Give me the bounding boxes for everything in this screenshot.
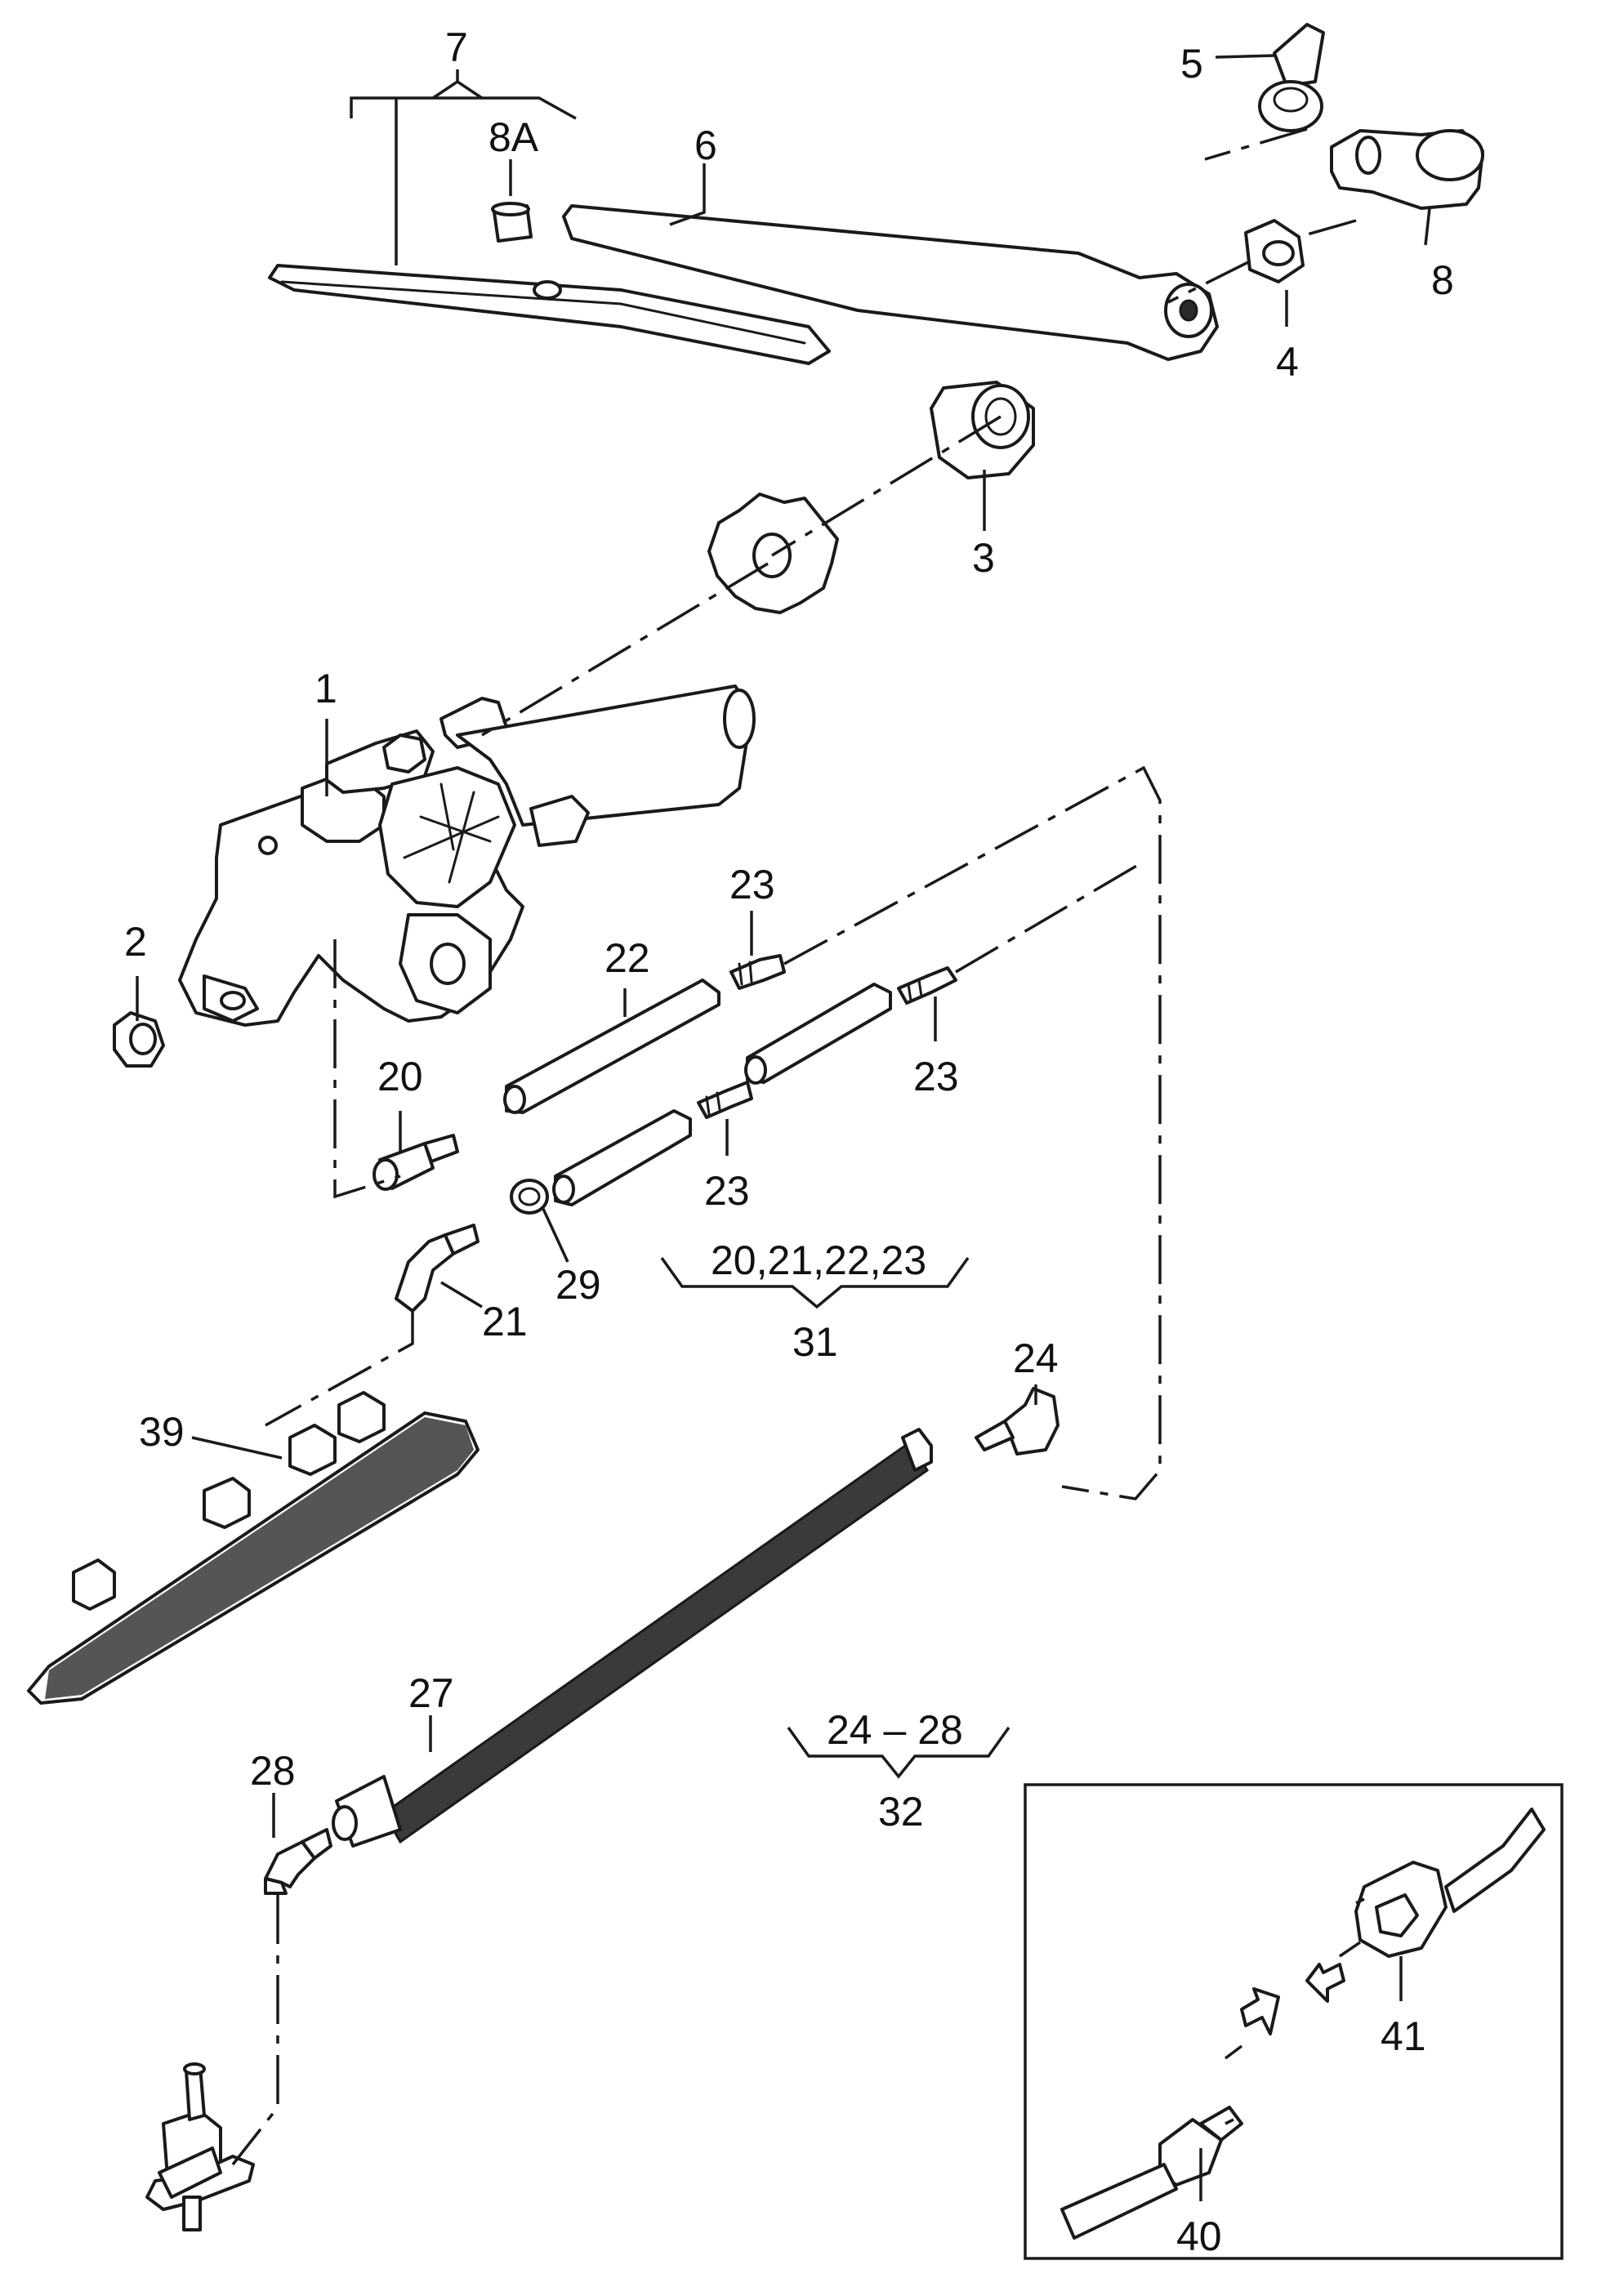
callout-41: 41 (1381, 2013, 1426, 2059)
callout-40: 40 (1176, 2214, 1222, 2259)
callout-20: 20 (377, 1054, 423, 1099)
callout-32: 32 (878, 1789, 924, 1835)
arrow-left-icon (1305, 1963, 1345, 2003)
cap-8a[interactable] (491, 202, 533, 243)
nut-2[interactable] (113, 1011, 165, 1068)
nut-4[interactable] (1244, 219, 1305, 283)
callout-29: 29 (555, 1262, 601, 1308)
callout-group-31: 20,21,22,23 (711, 1237, 926, 1283)
corrugated-hose-27[interactable] (332, 1428, 933, 1848)
callout-27: 27 (408, 1670, 454, 1716)
callout-3: 3 (972, 535, 995, 581)
connector-41[interactable] (1354, 1808, 1546, 1958)
callout-group-32: 24 – 28 (827, 1707, 963, 1753)
connector-23-top[interactable] (729, 954, 786, 990)
wiper-motor[interactable] (178, 684, 756, 1027)
connector-23-right[interactable] (897, 966, 957, 1005)
connector-40[interactable] (1060, 2106, 1243, 2240)
callout-31: 31 (792, 1319, 838, 1365)
washer-pump[interactable] (145, 2062, 255, 2231)
callout-labels: 7 8A 6 5 8 4 3 1 2 22 23 23 23 20 29 21 … (124, 25, 1454, 2259)
callout-7: 7 (445, 25, 468, 70)
cover-8[interactable] (1330, 129, 1484, 210)
hose-22c[interactable] (552, 1109, 692, 1206)
elbow-24[interactable] (975, 1387, 1060, 1456)
clip-29[interactable] (510, 1179, 549, 1215)
callout-28: 28 (250, 1748, 296, 1794)
connector-23-mid[interactable] (697, 1081, 753, 1119)
detail-inset (1024, 1783, 1564, 2260)
callout-22: 22 (604, 935, 650, 981)
callout-23-mid: 23 (704, 1168, 750, 1214)
callout-8: 8 (1431, 257, 1454, 303)
hose-22b[interactable] (744, 983, 892, 1085)
callout-5: 5 (1180, 41, 1203, 87)
callout-1: 1 (315, 666, 337, 711)
callout-23-right: 23 (913, 1054, 959, 1099)
callout-24: 24 (1013, 1335, 1059, 1381)
hose-holder-39[interactable] (27, 1391, 480, 1705)
callout-39: 39 (139, 1409, 185, 1455)
callout-leaders (136, 54, 1431, 2201)
connector-20[interactable] (373, 1134, 459, 1191)
connection-lines (231, 127, 1357, 2166)
hose-22[interactable] (503, 979, 720, 1114)
arrow-right-icon (1240, 1987, 1280, 2035)
callout-8a: 8A (488, 114, 539, 160)
callout-21: 21 (482, 1299, 528, 1344)
cap-5[interactable] (1258, 23, 1325, 132)
wiper-blade[interactable] (268, 264, 831, 365)
callout-4: 4 (1276, 339, 1299, 385)
callout-6: 6 (694, 123, 717, 168)
elbow-28[interactable] (264, 1828, 332, 1895)
grommet-3[interactable] (930, 381, 1035, 479)
callout-2: 2 (124, 919, 147, 965)
elbow-21[interactable] (395, 1224, 480, 1313)
callout-23-top: 23 (729, 862, 775, 907)
